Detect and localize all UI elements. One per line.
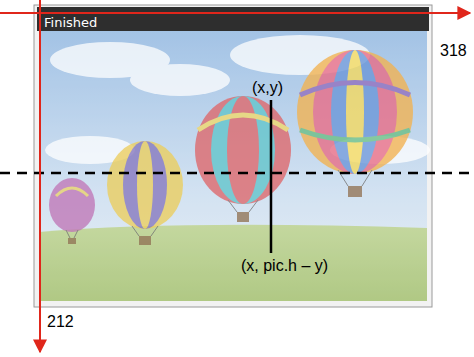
midline-dashed	[0, 172, 474, 175]
window-title: Finished	[42, 16, 100, 30]
height-line	[270, 100, 273, 253]
axis-width-value: 318	[440, 42, 467, 60]
mirrored-point-label: (x, pic.h – y)	[241, 257, 328, 275]
title-text: Finished	[44, 16, 98, 30]
balloon-photo	[39, 31, 430, 301]
point-label: (x,y)	[252, 79, 283, 97]
title-bar	[37, 7, 429, 31]
x-axis	[0, 12, 470, 14]
axis-height-value: 212	[47, 313, 74, 331]
y-axis	[39, 0, 41, 352]
window-frame	[34, 5, 432, 307]
